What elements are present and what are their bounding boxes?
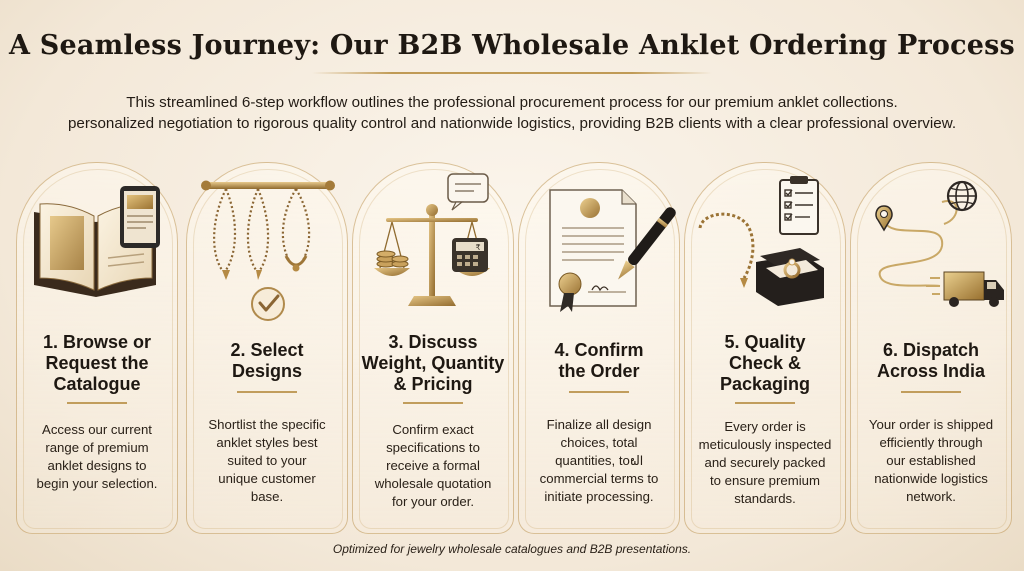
step-card-1: 1. Browse or Request the Catalogue Acces…: [16, 162, 178, 537]
step-title: 4. Confirm the Order: [518, 340, 680, 382]
step-card-4: 4. Confirm the Order Finalize all design…: [518, 162, 680, 537]
step-desc-line: Every order is: [724, 419, 806, 434]
step-desc-line: receive a formal: [386, 458, 480, 473]
step-desc-line: Your order is shipped: [868, 417, 994, 432]
step-description: Finalize all design choices, total quant…: [520, 416, 678, 506]
step-desc-line: initiate processing.: [544, 489, 654, 504]
step-desc-line: suited to your: [227, 453, 307, 468]
step-title-line: Check &: [728, 353, 802, 373]
step-arch: [352, 162, 514, 534]
step-title-line: Designs: [231, 361, 303, 381]
step-title-line: 5. Quality: [724, 332, 806, 352]
subtitle-line: This streamlined 6-step workflow outline…: [126, 94, 898, 111]
step-title: 3. Discuss Weight, Quantity & Pricing: [352, 332, 514, 395]
step-title: 2. Select Designs: [186, 340, 348, 382]
step-divider: [735, 402, 795, 404]
step-desc-line: commercial terms to: [539, 471, 659, 486]
step-title-line: & Pricing: [393, 374, 473, 394]
step-desc-line: range of premium: [45, 440, 149, 455]
step-card-2: 2. Select Designs Shortlist the specific…: [186, 162, 348, 537]
step-title-line: 6. Dispatch: [882, 340, 980, 360]
step-arch: [850, 162, 1012, 534]
step-divider: [237, 391, 297, 393]
globe-route-truck-icon: [850, 172, 1012, 322]
subtitle: This streamlined 6-step workflow outline…: [10, 92, 1014, 134]
step-desc-line: efficiently through: [879, 435, 983, 450]
step-title-line: Request the: [45, 353, 149, 373]
step-desc-line: Finalize all design: [546, 417, 652, 432]
signed-contract-pen-icon: [518, 172, 680, 322]
step-title: 5. Quality Check & Packaging: [684, 332, 846, 395]
step-card-5: 5. Quality Check & Packaging Every order…: [684, 162, 846, 537]
step-desc-line: network.: [906, 489, 956, 504]
step-desc-line: Access our current: [42, 422, 152, 437]
step-desc-line: standards.: [734, 491, 796, 506]
title-divider: [312, 72, 712, 74]
step-divider: [901, 391, 961, 393]
step-title-line: 3. Discuss: [388, 332, 478, 352]
anklets-on-rack-checkmark-icon: [186, 172, 348, 322]
step-desc-line: nationwide logistics: [874, 471, 988, 486]
step-description: Every order is meticulously inspected an…: [686, 418, 844, 508]
step-description: Confirm exact specifications to receive …: [354, 421, 512, 511]
step-title-line: Weight, Quantity: [361, 353, 505, 373]
checklist-jewelry-box-icon: [684, 172, 846, 322]
step-title-line: Packaging: [719, 374, 811, 394]
step-desc-line: to ensure premium: [710, 473, 820, 488]
subtitle-line: personalized negotiation to rigorous qua…: [67, 115, 957, 132]
step-divider: [403, 402, 463, 404]
step-desc-line: our established: [886, 453, 976, 468]
step-card-6: 6. Dispatch Across India Your order is s…: [850, 162, 1012, 537]
step-desc-line: for your order.: [391, 494, 475, 509]
step-desc-line: choices, total: [560, 435, 638, 450]
step-title-line: the Order: [558, 361, 640, 381]
balance-scale-calculator-icon: ₹: [352, 172, 514, 322]
step-desc-line: base.: [250, 489, 284, 504]
rupee-symbol: ₹: [475, 243, 480, 252]
footer-note: Optimized for jewelry wholesale catalogu…: [332, 542, 692, 556]
step-desc-line: anklet designs to: [47, 458, 147, 473]
step-title-line: 4. Confirm: [554, 340, 644, 360]
step-desc-line: and securely packed: [704, 455, 826, 470]
step-divider: [67, 402, 127, 404]
step-desc-line: specifications to: [386, 440, 480, 455]
step-title-line: 1. Browse or: [42, 332, 152, 352]
step-desc-line: Confirm exact: [392, 422, 474, 437]
step-divider: [569, 391, 629, 393]
step-title: 6. Dispatch Across India: [850, 340, 1012, 382]
catalogue-book-tablet-icon: [16, 172, 178, 322]
step-description: Access our current range of premium ankl…: [18, 421, 176, 493]
page-title: A Seamless Journey: Our B2B Wholesale An…: [9, 30, 1015, 61]
step-desc-line: wholesale quotation: [374, 476, 492, 491]
step-card-3: ₹ 3. Discuss Weight, Quantity & Pricing …: [352, 162, 514, 537]
step-desc-line: begin your selection.: [36, 476, 158, 491]
step-desc-line: meticulously inspected: [698, 437, 832, 452]
step-desc-line: unique customer: [218, 471, 316, 486]
step-title-line: 2. Select: [230, 340, 304, 360]
step-title-line: Catalogue: [53, 374, 141, 394]
step-description: Your order is shipped efficiently throug…: [852, 416, 1010, 506]
step-desc-line: quantities, toຝl: [555, 453, 643, 468]
step-title-line: Across India: [876, 361, 986, 381]
step-title: 1. Browse or Request the Catalogue: [16, 332, 178, 395]
step-desc-line: anklet styles best: [216, 435, 318, 450]
step-description: Shortlist the specific anklet styles bes…: [188, 416, 346, 506]
step-desc-line: Shortlist the specific: [208, 417, 326, 432]
